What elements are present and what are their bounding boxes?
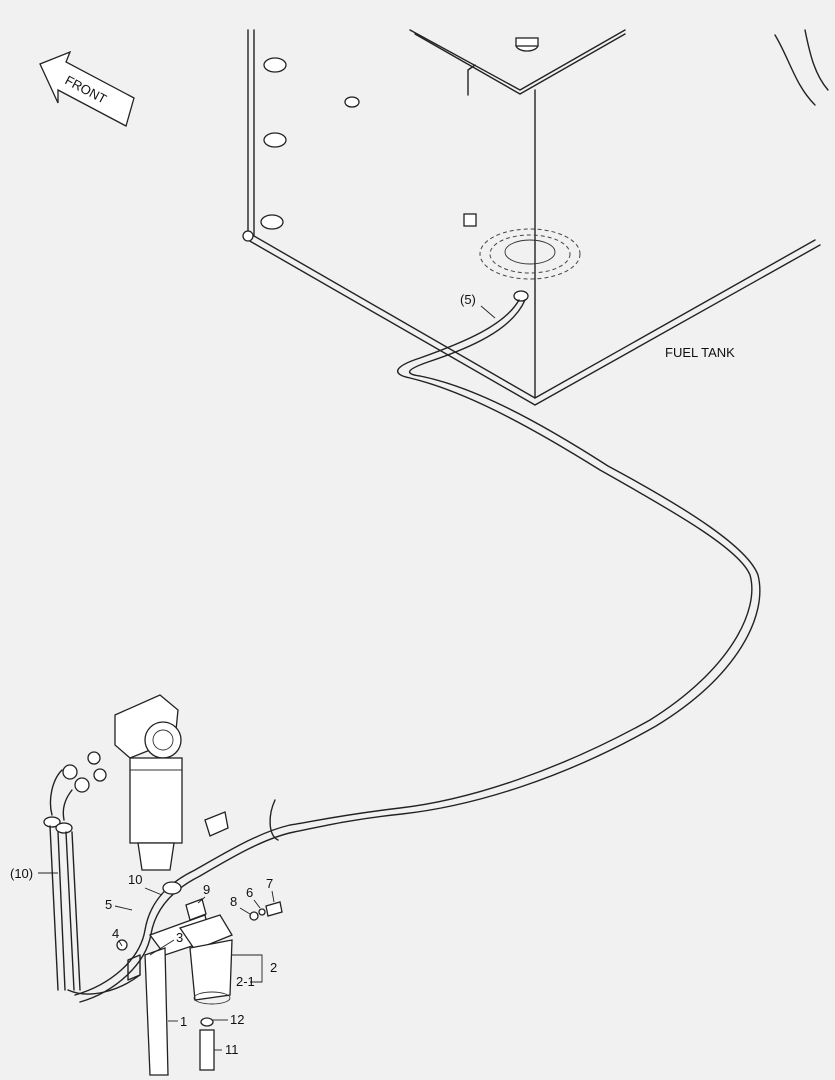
callout-12: 12	[230, 1012, 244, 1027]
hose-clamp-upper	[269, 799, 279, 841]
tank-bracket	[467, 64, 476, 96]
fuel-hose	[74, 299, 761, 1003]
callouts-element	[480, 305, 496, 319]
tank-top-edge	[409, 29, 626, 91]
water-separator-assembly	[116, 799, 283, 1076]
return-hose-element	[55, 822, 73, 834]
tank-cap-body	[515, 37, 539, 47]
callout-1: 1	[180, 1014, 187, 1029]
callouts-element	[232, 954, 263, 983]
clamp-4	[116, 939, 128, 951]
tank-top-edge-inner	[414, 33, 626, 95]
return-hose-element	[67, 974, 141, 995]
callouts-element	[197, 896, 206, 904]
callout-6: 6	[246, 885, 253, 900]
fuel-tank-label: FUEL TANK	[665, 345, 735, 360]
filter-head	[144, 721, 182, 759]
return-hose-top	[49, 769, 73, 821]
callout-5: 5	[105, 897, 112, 912]
callouts-element	[149, 939, 175, 956]
fuel-sender-unit	[479, 228, 581, 302]
fuel-sender-unit-element	[479, 228, 581, 280]
clamp-3	[127, 954, 141, 981]
callout-2-1: 2-1	[236, 974, 255, 989]
front-arrow-shape	[39, 50, 135, 127]
tank-side-mounts-element	[242, 230, 254, 242]
callout-10-paren: (10)	[10, 866, 33, 881]
tank-side-mounts-element	[263, 57, 287, 73]
callout-2: 2	[270, 960, 277, 975]
callout-8: 8	[230, 894, 237, 909]
fuel-hose-element	[79, 299, 761, 1003]
front-arrow: FRONT	[39, 50, 135, 127]
drain-plug-12	[200, 1017, 214, 1027]
callouts-element	[114, 905, 133, 911]
fuel-tank: FUEL TANK	[242, 29, 829, 406]
callout-7: 7	[266, 876, 273, 891]
callouts-element	[253, 899, 261, 909]
callout-4: 4	[112, 926, 119, 941]
return-hose-element	[49, 825, 66, 991]
fuel-filter-upper-element	[152, 729, 174, 751]
callouts-element	[271, 890, 275, 903]
callouts: (5) (10) 10 9 8 6 7 5 4 3 2 2-1 1 12 11	[10, 292, 496, 1057]
drain-hose-11	[199, 1029, 215, 1071]
fitting-b	[74, 777, 90, 793]
callouts-element	[239, 907, 251, 915]
clip-9	[185, 898, 207, 921]
tank-sensor	[463, 213, 477, 227]
separator-bowl	[189, 939, 233, 1001]
washer-8	[249, 911, 259, 921]
fuel-filter-upper	[49, 694, 229, 871]
callout-5-paren: (5)	[460, 292, 476, 307]
fuel-hose-element	[74, 299, 753, 996]
water-separator-assembly-element	[193, 991, 231, 1005]
connector	[204, 811, 229, 837]
callout-9: 9	[203, 882, 210, 897]
return-hose-element	[43, 816, 61, 828]
callouts-element	[118, 940, 123, 947]
callout-10: 10	[128, 872, 142, 887]
fuel-sender-unit-element	[489, 234, 571, 274]
fuel-sender-unit-element	[513, 290, 529, 302]
fuel-sender-unit-element	[504, 239, 556, 265]
filter-drain	[137, 842, 175, 871]
fitting-a	[62, 764, 78, 780]
tank-side-mounts-element	[260, 214, 284, 230]
tank-side-mounts-element	[263, 132, 287, 148]
callout-3: 3	[176, 930, 183, 945]
washer-6	[258, 908, 266, 916]
return-hose-element	[65, 831, 81, 991]
fitting-c	[93, 768, 107, 782]
bracket-1	[144, 947, 169, 1076]
callouts-element	[144, 887, 163, 896]
tank-fitting	[344, 96, 360, 108]
separator-head	[178, 914, 233, 951]
fitting-d	[87, 751, 101, 765]
tank-outline-bottom	[247, 29, 821, 406]
tank-side-mounts	[242, 57, 287, 242]
filter-bowl	[129, 757, 183, 844]
return-hose	[43, 816, 141, 995]
tank-outline-inner	[253, 29, 816, 399]
tank-curve-right	[774, 29, 829, 106]
callout-11: 11	[225, 1042, 239, 1057]
bolt-7	[265, 901, 283, 917]
clamp-10	[162, 881, 182, 895]
